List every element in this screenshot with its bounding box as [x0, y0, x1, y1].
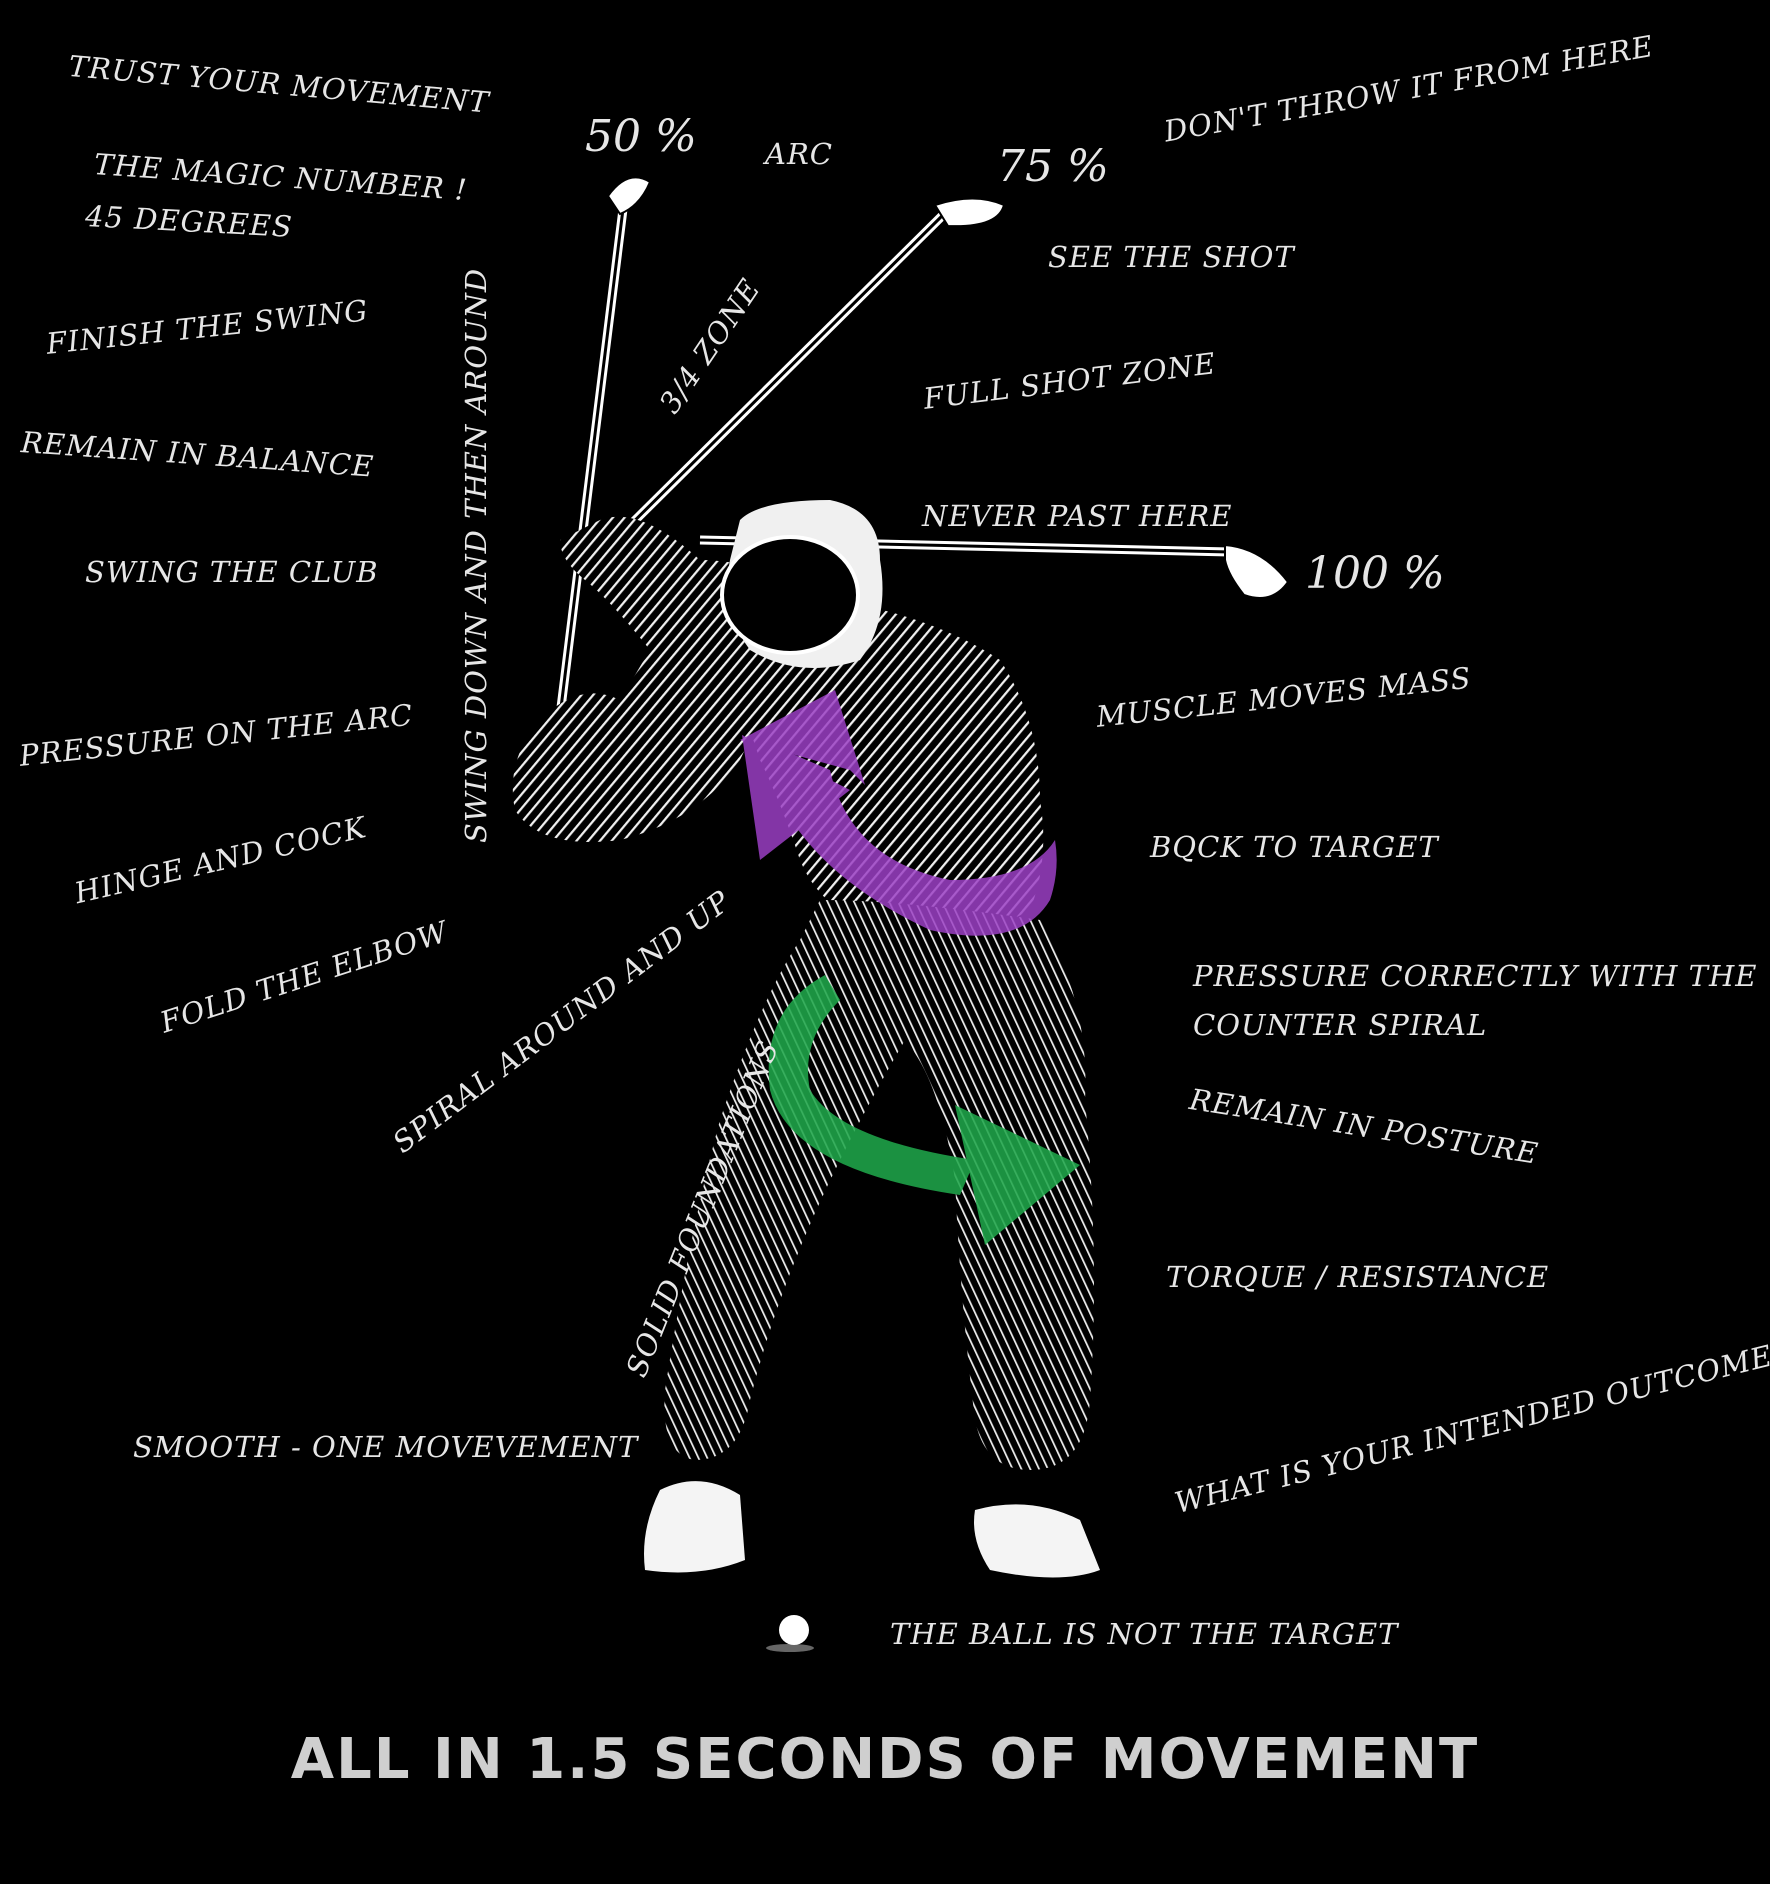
label-torque-resistance: TORQUE / RESISTANCE: [1166, 1260, 1550, 1294]
label-swing-down-and-around: SWING DOWN AND THEN AROUND: [459, 267, 493, 843]
label-swing-the-club: SWING THE CLUB: [85, 555, 379, 589]
percent-100-label: 100 %: [1305, 548, 1445, 599]
percent-75-label: 75 %: [997, 141, 1109, 192]
caption-headline: ALL IN 1.5 SECONDS OF MOVEMENT: [290, 1727, 1480, 1792]
label-back-to-target: BQCK TO TARGET: [1150, 830, 1439, 864]
label-never-past-here: NEVER PAST HERE: [922, 499, 1233, 533]
label-see-the-shot: SEE THE SHOT: [1048, 240, 1295, 274]
upper-rotation-arrow: [740, 690, 1057, 936]
label-pressure-correctly-line2: COUNTER SPIRAL: [1193, 1008, 1488, 1042]
lower-counter-spiral-arrow: [768, 975, 1080, 1245]
club-75-percent: [596, 197, 1006, 559]
label-smooth-one-movement: SMOOTH - ONE MOVEVEMENT: [133, 1430, 639, 1464]
golf-ball: [766, 1615, 814, 1652]
golfer: [512, 500, 1100, 1578]
label-pressure-correctly-line1: PRESSURE CORRECTLY WITH THE: [1193, 959, 1758, 993]
percent-50-label: 50 %: [585, 111, 697, 162]
club-50-percent: [547, 176, 652, 781]
label-arc: ARC: [765, 137, 833, 171]
label-ball-not-target: THE BALL IS NOT THE TARGET: [890, 1617, 1399, 1651]
